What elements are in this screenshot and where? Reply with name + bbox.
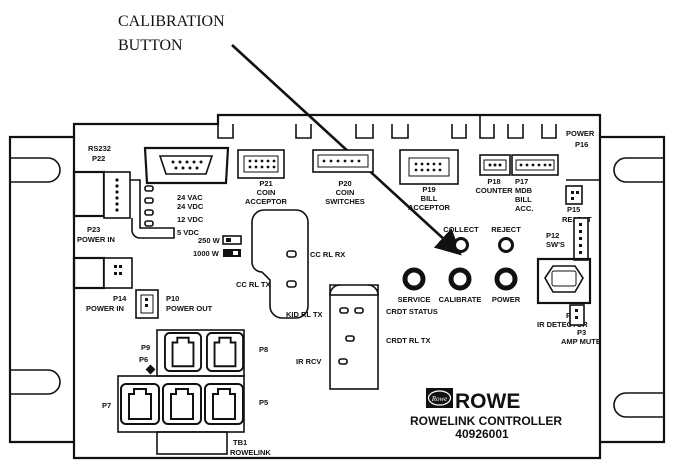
- p19-bill-acceptor-connector: [399, 149, 459, 185]
- voltage-24vac: 24 VAC: [177, 193, 203, 202]
- collect-button[interactable]: [453, 237, 469, 253]
- p20-coin-label: COIN: [336, 188, 355, 197]
- callout-line2: BUTTON: [118, 37, 183, 54]
- p9-label: P9: [141, 343, 150, 352]
- p8-label: P8: [259, 345, 268, 354]
- p19-label: P19: [422, 185, 435, 194]
- p14-power-in-connector: [72, 256, 133, 290]
- controller-name: ROWELINK CONTROLLER: [410, 414, 562, 428]
- p20-label: P20: [338, 179, 351, 188]
- cc-rl-rx-led: [286, 250, 297, 258]
- p12-switches-connector: [573, 217, 589, 261]
- rs232-label: RS232: [88, 144, 111, 153]
- p21-coin-acceptor-connector: [237, 149, 285, 179]
- cc-relay-module: [251, 209, 309, 319]
- p17-mdb-label: MDB: [515, 186, 533, 195]
- p10-power-out-label: POWER OUT: [166, 304, 213, 313]
- controller-part-number: 40926001: [455, 427, 509, 441]
- voltage-5vdc: 5 VDC: [177, 228, 200, 237]
- p14-power-in-label: POWER IN: [86, 304, 124, 313]
- p20-coin-switches-connector: [312, 149, 374, 173]
- p18-label: P18: [487, 177, 500, 186]
- p22-label: P22: [92, 154, 105, 163]
- top-connector-housings: [217, 115, 557, 139]
- left-mounting-bracket: [8, 135, 74, 444]
- ir-receiver-module: [329, 284, 379, 390]
- cc-rl-rx-label: CC RL RX: [310, 250, 345, 259]
- p15-reject-connector: [565, 185, 583, 205]
- p18-counter-connector: [479, 154, 511, 176]
- rowe-logo: Rowe ROWE: [426, 388, 520, 413]
- p21-acceptor-label: ACCEPTOR: [245, 197, 288, 206]
- p11-ir-detector: [536, 257, 592, 305]
- kid-rl-tx-label: KID RL TX: [286, 310, 323, 319]
- cc-rl-tx-label: CC RL TX: [236, 280, 270, 289]
- calibrate-label: CALIBRATE: [439, 295, 482, 304]
- p17-label: P17: [515, 177, 528, 186]
- p3-label: P3: [577, 328, 586, 337]
- calibration-callout: CALIBRATION BUTTON: [118, 13, 462, 256]
- p7-label: P7: [102, 401, 111, 410]
- watt-250-label: 250 W: [198, 236, 221, 245]
- p12-sws-label: SW'S: [546, 240, 565, 249]
- collect-label: COLLECT: [443, 225, 479, 234]
- reject-label: REJECT: [491, 225, 521, 234]
- right-mounting-bracket: [600, 135, 666, 444]
- rj-port-cluster: [117, 329, 245, 455]
- voltage-24vdc: 24 VDC: [177, 202, 204, 211]
- crdt-rl-tx-label: CRDT RL TX: [386, 336, 430, 345]
- voltage-12vdc: 12 VDC: [177, 215, 204, 224]
- p5-label: P5: [259, 398, 268, 407]
- p23-label: P23: [87, 225, 100, 234]
- p10-label: P10: [166, 294, 179, 303]
- p21-coin-label: COIN: [257, 188, 276, 197]
- p21-label: P21: [259, 179, 272, 188]
- p3-amp-mute-connector: [569, 304, 585, 326]
- p19-bill-label: BILL: [421, 194, 438, 203]
- tb1-label: TB1: [233, 438, 247, 447]
- p11-ir-detector-label: IR DETECTOR: [537, 320, 588, 329]
- tb1-rowelink-label: ROWELINK: [230, 448, 271, 457]
- p14-label: P14: [113, 294, 127, 303]
- p23-power-in-label: POWER IN: [77, 235, 115, 244]
- p12-label: P12: [546, 231, 559, 240]
- p6-label: P6: [139, 355, 148, 364]
- rowe-brand-text: ROWE: [455, 390, 520, 413]
- calibrate-button[interactable]: [448, 267, 472, 291]
- p19-acceptor-label: ACCEPTOR: [408, 203, 451, 212]
- p3-amp-mute-label: AMP MUTE: [561, 337, 601, 346]
- p17-mdb-connector: [511, 154, 559, 176]
- p17-bill-label: BILL: [515, 195, 532, 204]
- p20-switches-label: SWITCHES: [325, 197, 365, 206]
- p10-power-out-connector: [135, 289, 159, 319]
- p15-label: P15: [567, 205, 580, 214]
- wattage-jumpers: [222, 235, 242, 257]
- p23-power-in-connector: [72, 170, 175, 239]
- power-p16-label-line2: P16: [575, 140, 588, 149]
- service-button[interactable]: [402, 267, 426, 291]
- crdt-status-label: CRDT STATUS: [386, 307, 438, 316]
- rs232-connector: [143, 146, 230, 185]
- watt-1000-label: 1000 W: [193, 249, 220, 258]
- power-label: POWER: [492, 295, 521, 304]
- cc-rl-tx-led: [286, 280, 297, 288]
- ir-rcv-label: IR RCV: [296, 357, 321, 366]
- service-label: SERVICE: [398, 295, 431, 304]
- voltage-leds: [144, 185, 154, 227]
- callout-arrow: [231, 44, 462, 256]
- logo-mark-text: Rowe: [431, 395, 448, 403]
- p17-acc-label: ACC.: [515, 204, 533, 213]
- reject-button[interactable]: [498, 237, 514, 253]
- power-p16-label-line1: POWER: [566, 129, 595, 138]
- p18-counter-label: COUNTER: [475, 186, 513, 195]
- callout-line1: CALIBRATION: [118, 13, 225, 30]
- power-button[interactable]: [494, 267, 518, 291]
